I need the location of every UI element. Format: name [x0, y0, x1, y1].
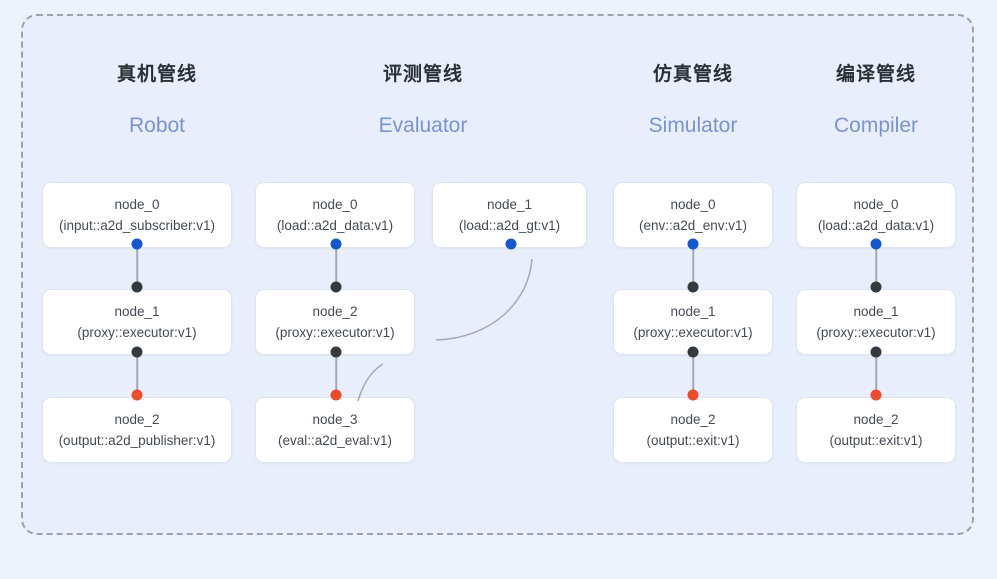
- edge-simulator-0-1: [692, 244, 694, 286]
- edge-compiler-1-2: [875, 352, 877, 394]
- port-output-robot-node-0[interactable]: [131, 238, 143, 250]
- column-header-simulator: 仿真管线 Simulator: [573, 62, 813, 140]
- node-type: (output::exit:v1): [829, 432, 923, 448]
- port-terminal-robot-node-2[interactable]: [131, 389, 143, 401]
- port-output-simulator-node-1[interactable]: [687, 346, 699, 358]
- node-id: node_2: [670, 411, 716, 427]
- port-output-compiler-node-0[interactable]: [870, 238, 882, 250]
- edge-robot-0-1: [136, 244, 138, 286]
- node-card-simulator-node-1[interactable]: node_1 (proxy::executor:v1): [613, 289, 773, 355]
- node-card-robot-node-1[interactable]: node_1 (proxy::executor:v1): [42, 289, 232, 355]
- node-id: node_2: [853, 411, 899, 427]
- node-card-simulator-node-2[interactable]: node_2 (output::exit:v1): [613, 397, 773, 463]
- node-type: (proxy::executor:v1): [275, 324, 395, 340]
- node-card-evaluator-node-3[interactable]: node_3 (eval::a2d_eval:v1): [255, 397, 415, 463]
- node-card-evaluator-node-0[interactable]: node_0 (load::a2d_data:v1): [255, 182, 415, 248]
- node-id: node_1: [853, 303, 899, 319]
- node-id: node_0: [670, 196, 716, 212]
- node-type: (output::a2d_publisher:v1): [58, 432, 216, 448]
- column-header-robot: 真机管线 Robot: [37, 62, 277, 140]
- edge-executor-to-eval: [357, 363, 384, 402]
- node-card-evaluator-node-2[interactable]: node_2 (proxy::executor:v1): [255, 289, 415, 355]
- column-title-en-simulator: Simulator: [648, 114, 738, 137]
- node-card-simulator-node-0[interactable]: node_0 (env::a2d_env:v1): [613, 182, 773, 248]
- node-card-robot-node-0[interactable]: node_0 (input::a2d_subscriber:v1): [42, 182, 232, 248]
- node-id: node_2: [114, 411, 160, 427]
- node-type: (load::a2d_data:v1): [276, 217, 394, 233]
- node-id: node_0: [312, 196, 358, 212]
- column-title-en-evaluator: Evaluator: [378, 114, 468, 137]
- column-title-cn-compiler: 编译管线: [835, 64, 916, 85]
- column-title-en-robot: Robot: [128, 114, 186, 137]
- port-input-simulator-node-1[interactable]: [687, 281, 699, 293]
- port-output-evaluator-node-0[interactable]: [330, 238, 342, 250]
- node-id: node_1: [114, 303, 160, 319]
- pipeline-graph-panel: 真机管线 Robot 评测管线 Evaluator 仿真管线 Simulator…: [21, 14, 974, 535]
- port-input-evaluator-node-2[interactable]: [330, 281, 342, 293]
- node-id: node_2: [312, 303, 358, 319]
- edge-evaluator-0-2: [335, 244, 337, 286]
- node-type: (load::a2d_data:v1): [817, 217, 935, 233]
- node-id: node_0: [853, 196, 899, 212]
- port-terminal-simulator-node-2[interactable]: [687, 389, 699, 401]
- node-id: node_0: [114, 196, 160, 212]
- edge-simulator-1-2: [692, 352, 694, 394]
- edge-compiler-0-1: [875, 244, 877, 286]
- edge-evaluator-2-3: [335, 352, 337, 394]
- node-card-compiler-node-0[interactable]: node_0 (load::a2d_data:v1): [796, 182, 956, 248]
- port-terminal-evaluator-node-3[interactable]: [330, 389, 342, 401]
- node-id: node_1: [670, 303, 716, 319]
- column-header-evaluator: 评测管线 Evaluator: [303, 62, 543, 140]
- port-output-evaluator-node-1[interactable]: [505, 238, 517, 250]
- node-type: (load::a2d_gt:v1): [458, 217, 561, 233]
- node-card-compiler-node-1[interactable]: node_1 (proxy::executor:v1): [796, 289, 956, 355]
- column-title-cn-robot: 真机管线: [116, 64, 197, 85]
- column-header-compiler: 编译管线 Compiler: [756, 62, 996, 140]
- node-id: node_3: [312, 411, 358, 427]
- node-type: (input::a2d_subscriber:v1): [58, 217, 216, 233]
- node-card-robot-node-2[interactable]: node_2 (output::a2d_publisher:v1): [42, 397, 232, 463]
- port-output-robot-node-1[interactable]: [131, 346, 143, 358]
- port-terminal-compiler-node-2[interactable]: [870, 389, 882, 401]
- node-type: (proxy::executor:v1): [633, 324, 753, 340]
- edge-gt-to-executor: [435, 258, 533, 341]
- column-title-cn-evaluator: 评测管线: [382, 64, 463, 85]
- port-input-robot-node-1[interactable]: [131, 281, 143, 293]
- column-title-en-compiler: Compiler: [833, 114, 919, 137]
- node-type: (env::a2d_env:v1): [638, 217, 748, 233]
- port-output-simulator-node-0[interactable]: [687, 238, 699, 250]
- edge-robot-1-2: [136, 352, 138, 394]
- node-type: (proxy::executor:v1): [77, 324, 197, 340]
- node-type: (output::exit:v1): [646, 432, 740, 448]
- node-id: node_1: [486, 196, 533, 212]
- node-type: (eval::a2d_eval:v1): [277, 432, 393, 448]
- port-input-compiler-node-1[interactable]: [870, 281, 882, 293]
- node-type: (proxy::executor:v1): [816, 324, 936, 340]
- node-card-compiler-node-2[interactable]: node_2 (output::exit:v1): [796, 397, 956, 463]
- column-title-cn-simulator: 仿真管线: [652, 64, 733, 85]
- port-output-evaluator-node-2[interactable]: [330, 346, 342, 358]
- port-output-compiler-node-1[interactable]: [870, 346, 882, 358]
